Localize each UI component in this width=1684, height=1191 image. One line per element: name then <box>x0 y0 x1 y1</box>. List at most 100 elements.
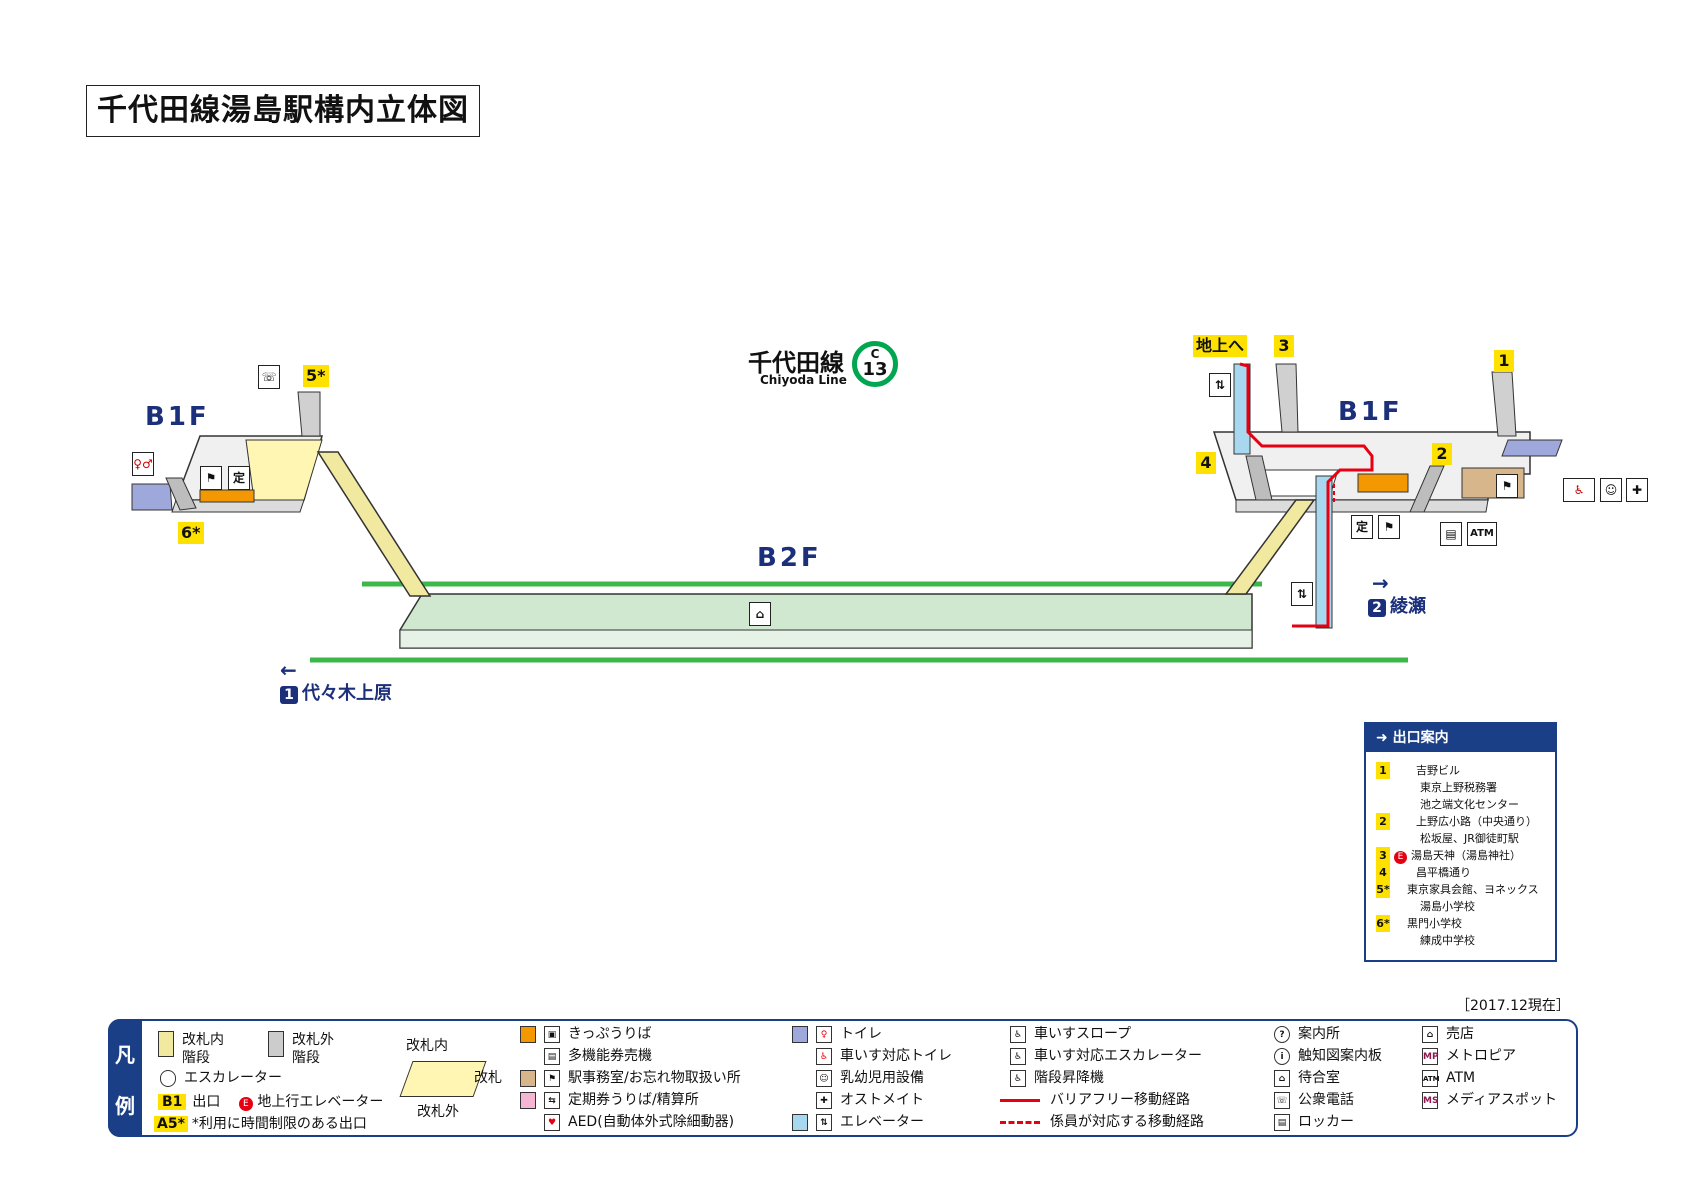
fare-adjust-icon: ⇆ <box>544 1091 560 1109</box>
legend-elevator: ⇅エレベーター <box>792 1113 924 1131</box>
ticket-counter-icon <box>520 1025 536 1043</box>
waiting-room-icon: ⌂ <box>1274 1069 1290 1087</box>
legend-locker: ▤ロッカー <box>1274 1113 1354 1131</box>
right-stairs-exit-2 <box>1409 465 1445 513</box>
legend-side-char-2: 例 <box>115 1094 135 1118</box>
legend-side-label: 凡 例 <box>108 1019 142 1137</box>
legend-label: 車いす対応エスカレーター <box>1034 1048 1202 1064</box>
legend-label: AED(自動体外式除細動器) <box>568 1114 735 1130</box>
legend-label: 車いす対応トイレ <box>840 1048 952 1064</box>
baby-legend-icon: ☺ <box>816 1069 832 1087</box>
exit-guide-line: 上野広小路（中央通り） <box>1416 815 1537 828</box>
legend-label: 売店 <box>1446 1026 1474 1042</box>
ground-elevator-icon: E <box>238 1097 253 1111</box>
toilet-icon: ♀♂ <box>132 452 154 476</box>
legend-label: 定期券うりば/精算所 <box>568 1092 699 1108</box>
wheelchair-slope-icon: ♿ <box>1010 1025 1026 1043</box>
legend-kiosk: ⌂ 売店 <box>1422 1025 1474 1043</box>
legend-label: 改札外 <box>292 1032 334 1048</box>
right-stairs-exit-3 <box>1275 363 1299 433</box>
tactile-map-icon: i <box>1274 1047 1290 1065</box>
direction-left-name: 代々木上原 <box>302 683 392 704</box>
barrier-free-line-icon <box>1000 1098 1040 1102</box>
exit-guide-badge: 4 <box>1376 864 1390 881</box>
stairs-in-icon <box>158 1031 174 1057</box>
elevator-shaft-legend-icon <box>792 1113 808 1131</box>
right-teiki-icon: 定 <box>1351 515 1373 539</box>
elevator-shaft-platform <box>1315 475 1333 629</box>
legend-aed: ♥ AED(自動体外式除細動器) <box>544 1113 734 1131</box>
ostomate-icon: ✚ <box>1626 478 1648 502</box>
teiki-area-icon <box>520 1091 536 1109</box>
exit-4-badge: 4 <box>1196 452 1216 474</box>
atm-icon: ATM <box>1467 522 1497 546</box>
legend-phone: ☏ 公衆電話 <box>1274 1091 1354 1109</box>
left-gate-area <box>245 439 323 501</box>
legend-stair-lift: ♿階段昇降機 <box>1010 1069 1104 1087</box>
right-toilet-area <box>1501 439 1563 457</box>
exit-guide-row-2: 2 上野広小路（中央通り） 松坂屋、JR御徒町駅 <box>1376 813 1537 847</box>
atm-legend-icon: ATM <box>1422 1069 1440 1087</box>
exit-to-ground-badge: 地上へ <box>1193 335 1248 357</box>
line-code-number: 13 <box>862 359 888 380</box>
direction-right-number: 2 <box>1368 599 1386 617</box>
accessible-toilet-icon: ♿ <box>1563 478 1595 502</box>
legend-label: オストメイト <box>840 1092 924 1108</box>
legend-slope: ♿車いすスロープ <box>1010 1025 1131 1043</box>
legend-label: 階段 <box>292 1050 320 1066</box>
exit-6-badge: 6* <box>178 522 204 544</box>
legend-label: メトロピア <box>1446 1048 1516 1064</box>
legend-ticket: ▣きっぷうりば <box>520 1025 651 1043</box>
floor-label-b2f: B2F <box>757 543 822 573</box>
toilet-area-icon <box>792 1025 808 1043</box>
right-long-stairs <box>1224 499 1316 595</box>
aed-icon: ♥ <box>544 1113 560 1131</box>
exit-guide-line: 松坂屋、JR御徒町駅 <box>1420 832 1519 845</box>
left-stairs-exit-6 <box>165 477 197 511</box>
exit-guide-line: 湯島天神（湯島神社） <box>1411 849 1521 862</box>
legend-multi-ticket: ▤多機能券売機 <box>544 1047 652 1065</box>
exit-1-badge: 1 <box>1494 350 1514 372</box>
stairs-out-icon <box>268 1031 284 1057</box>
left-ticket-area <box>199 489 255 503</box>
right-stairs-exit-4 <box>1245 455 1273 501</box>
map-title: 千代田線湯島駅構内立体図 <box>86 85 480 137</box>
legend-label: バリアフリー移動経路 <box>1050 1092 1190 1108</box>
legend-label: 地上行エレベーター <box>257 1094 384 1110</box>
elevator-icon-platform: ⇅ <box>1291 582 1313 606</box>
legend-accessible-toilet: ♿車いす対応トイレ <box>816 1047 952 1065</box>
exit-guide-line: 東京上野税務署 <box>1420 781 1497 794</box>
teiki-ticket-office-icon: 定 <box>228 466 250 490</box>
ostomate-legend-icon: ✚ <box>816 1091 832 1109</box>
elevator-icon-ground: ⇅ <box>1209 373 1231 397</box>
exit-3-badge: 3 <box>1274 335 1294 357</box>
phone-legend-icon: ☏ <box>1274 1091 1290 1109</box>
exit-guide-badge: 6* <box>1376 915 1390 932</box>
legend-label: 案内所 <box>1298 1026 1340 1042</box>
kiosk-legend-icon: ⌂ <box>1422 1025 1438 1043</box>
legend-stairs-in: 改札内階段 <box>158 1031 224 1067</box>
legend-label: 乳幼児用設備 <box>840 1070 924 1086</box>
legend-barrier-free: バリアフリー移動経路 <box>1000 1091 1190 1109</box>
legend-gate-inside: 改札内 <box>406 1038 448 1054</box>
media-spot-icon: MS <box>1422 1091 1438 1109</box>
left-exit-6-area <box>131 483 173 511</box>
legend-label: 駅事務室/お忘れ物取扱い所 <box>568 1070 741 1086</box>
legend-toilet: ♀トイレ <box>792 1025 882 1043</box>
legend-label: 公衆電話 <box>1298 1092 1354 1108</box>
line-code-badge: C 13 <box>852 341 898 387</box>
exit-guide-line: 吉野ビル <box>1416 764 1460 777</box>
exit-guide-badge: 2 <box>1376 813 1390 830</box>
right-station-office-icon: ⚑ <box>1378 515 1400 539</box>
exit-guide-line: 練成中学校 <box>1420 934 1475 947</box>
legend-label: 多機能券売機 <box>568 1048 652 1064</box>
as-of-date: ［2017.12現在］ <box>1456 998 1570 1014</box>
exit-guide-badge: 5* <box>1376 881 1390 898</box>
legend-label: 改札内 <box>182 1032 224 1048</box>
